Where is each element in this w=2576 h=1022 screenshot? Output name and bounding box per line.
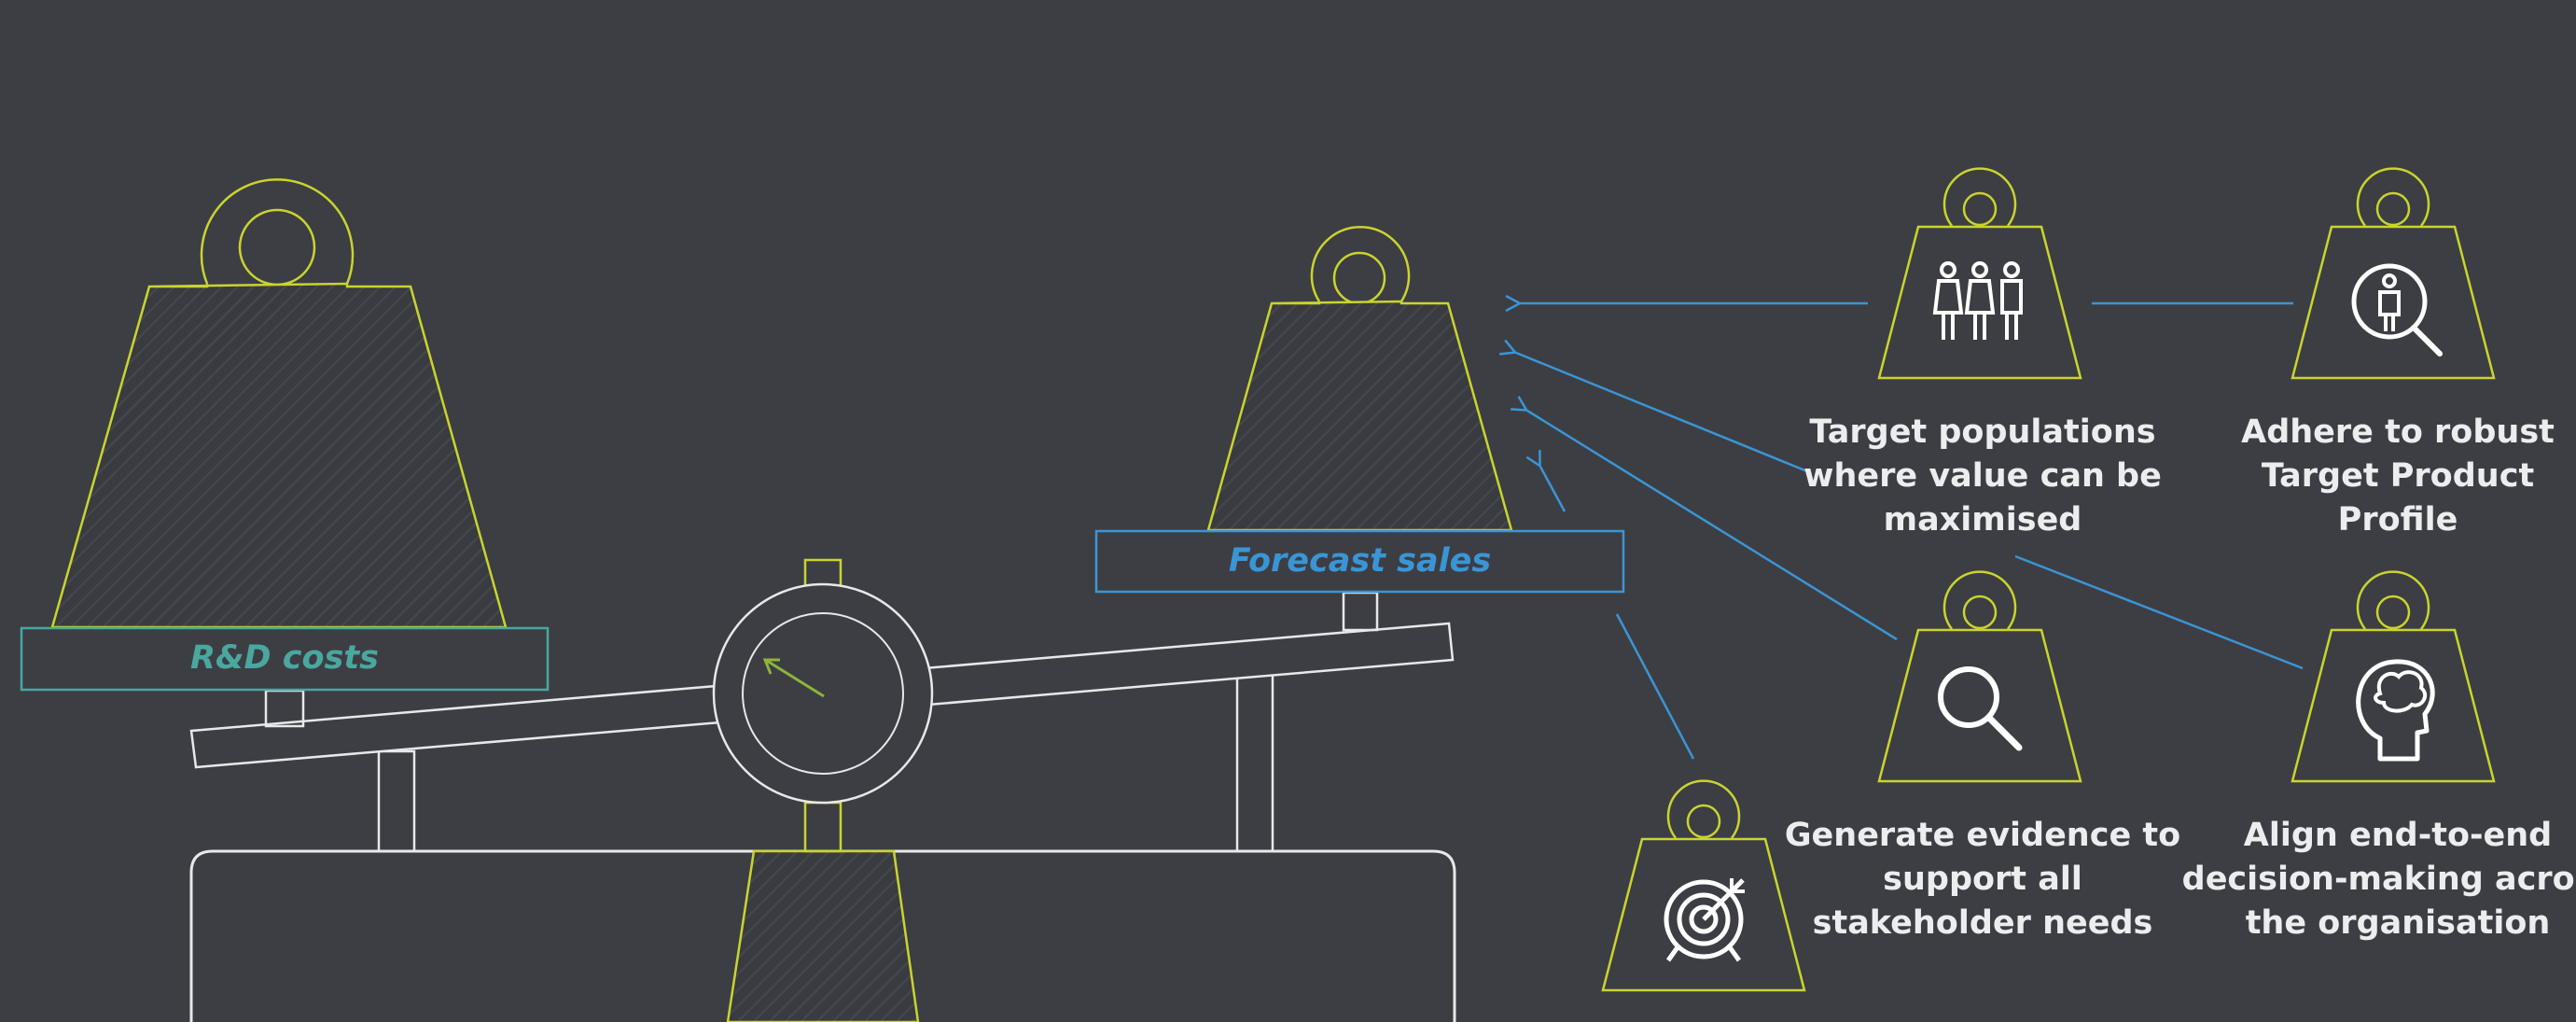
- populations-line-1: Target populations: [1809, 413, 2156, 451]
- evidence-line-1: Generate evidence to: [1784, 817, 2181, 854]
- scale-center-column: [726, 849, 920, 1022]
- weight-target: [1601, 779, 1806, 992]
- evidence-line-3: stakeholder needs: [1812, 904, 2153, 942]
- small-weights: [1601, 167, 2496, 992]
- weight-magnifier: [1877, 570, 2082, 783]
- dial-needle-tip: [762, 658, 780, 675]
- dial-top-knob: [803, 558, 842, 588]
- tpp-line-3: Profile: [2337, 501, 2458, 539]
- dial-needle: [766, 659, 825, 698]
- magnifier-icon: [1938, 666, 2023, 751]
- align-line-3: the organisation: [2245, 904, 2551, 942]
- rd-weight: [50, 178, 508, 629]
- weight-label-evidence: Generate evidence to support all stakeho…: [1749, 814, 2216, 945]
- connector-align: [2014, 554, 2304, 670]
- arrow-evidence: [1511, 396, 1898, 641]
- connector-target: [1615, 613, 1695, 760]
- center-stem: [803, 801, 842, 853]
- rd-costs-label: R&D costs: [190, 639, 379, 677]
- forecast-weight: [1206, 226, 1513, 532]
- forecast-sales-box: [1094, 529, 1625, 594]
- weight-person-magnify: [2291, 167, 2496, 380]
- weight-label-populations: Target populations where value can be ma…: [1754, 411, 2211, 542]
- align-line-2: decision-making across: [2181, 861, 2576, 898]
- populations-line-3: maximised: [1883, 501, 2082, 539]
- right-pan-post: [1342, 591, 1379, 632]
- populations-line-2: where value can be: [1803, 457, 2162, 495]
- evidence-line-2: support all: [1883, 861, 2082, 898]
- align-line-1: Align end-to-end: [2243, 817, 2553, 854]
- tpp-line-1: Adhere to robust: [2241, 413, 2555, 451]
- arrows: [1499, 294, 2304, 760]
- arrow-target: [1525, 450, 1566, 512]
- target-icon: [1664, 878, 1745, 962]
- weight-people: [1877, 167, 2082, 380]
- tpp-line-2: Target Product: [2261, 457, 2535, 495]
- people-icon: [1932, 261, 2023, 340]
- dial: [712, 582, 934, 805]
- right-post: [1235, 673, 1274, 853]
- weight-label-tpp: Adhere to robust Target Product Profile: [2174, 411, 2576, 542]
- arrow-populations-diag: [1499, 339, 1808, 473]
- head-brain-icon: [2356, 659, 2435, 762]
- weight-label-align: Align end-to-end decision-making across …: [2179, 814, 2576, 945]
- forecast-sales-label: Forecast sales: [1228, 542, 1492, 580]
- left-post: [377, 749, 416, 853]
- person-magnify-icon: [2351, 263, 2443, 357]
- weight-head-brain: [2291, 570, 2496, 783]
- dial-face: [742, 612, 904, 775]
- rd-costs-box: [20, 626, 550, 692]
